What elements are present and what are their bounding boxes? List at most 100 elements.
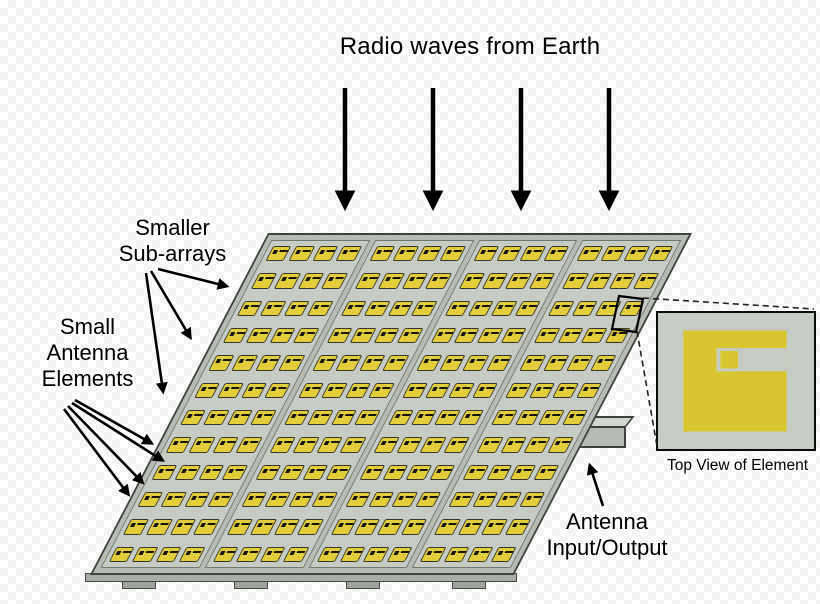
antenna-element	[236, 300, 264, 316]
element-top-view-drawing	[683, 330, 787, 432]
antenna-element	[108, 546, 136, 562]
element-arrow	[67, 405, 145, 485]
antenna-element	[486, 355, 513, 371]
antenna-element	[226, 409, 254, 426]
antenna-element	[576, 246, 603, 262]
antenna-element	[443, 546, 470, 562]
antenna-element	[401, 273, 429, 289]
antenna-element	[255, 464, 282, 480]
antenna-element	[557, 327, 584, 344]
antenna-element	[443, 437, 470, 453]
antenna-element	[282, 546, 310, 562]
antenna-element	[122, 519, 150, 535]
antenna-element	[312, 246, 339, 262]
antenna-element	[132, 546, 159, 562]
antenna-element	[500, 437, 527, 453]
antenna-element	[240, 382, 268, 398]
antenna-element	[538, 409, 565, 426]
antenna-element	[514, 409, 541, 426]
label-line: Sub-arrays	[118, 240, 227, 266]
antenna-element	[160, 491, 188, 508]
label-antenna-input-output: Antenna Input/Output	[523, 509, 691, 561]
antenna-element	[415, 355, 443, 371]
antenna-element	[382, 464, 409, 480]
antenna-element	[490, 546, 517, 562]
label-smaller-subarrays: Smaller Sub-arrays	[90, 215, 255, 267]
label-line: Input/Output	[546, 534, 668, 560]
antenna-element	[387, 409, 414, 426]
antenna-element	[335, 355, 362, 371]
antenna-element	[377, 519, 404, 535]
antenna-element	[240, 491, 268, 508]
antenna-element	[330, 409, 357, 426]
antenna-element	[312, 355, 339, 371]
antenna-element	[297, 382, 325, 398]
antenna-element	[368, 382, 395, 398]
panel-foot	[346, 581, 380, 589]
element-top-view-inset	[656, 311, 816, 451]
antenna-element	[448, 491, 475, 508]
antenna-element	[353, 519, 381, 535]
antenna-element	[486, 464, 513, 480]
antenna-element	[174, 464, 202, 480]
antenna-element	[349, 327, 377, 344]
antenna-element	[250, 409, 277, 426]
antenna-element	[505, 273, 532, 289]
antenna-element	[425, 382, 452, 398]
antenna-element	[575, 382, 603, 398]
antenna-element	[354, 273, 382, 289]
antenna-element	[609, 273, 636, 289]
antenna-element	[471, 491, 499, 508]
antenna-element	[287, 491, 315, 508]
antenna-element	[297, 519, 324, 535]
antenna-element	[466, 546, 494, 562]
antenna-element	[566, 355, 593, 371]
antenna-element	[618, 300, 645, 316]
antenna-element	[203, 409, 230, 426]
diagram-title: Radio waves from Earth	[339, 33, 601, 60]
antenna-element	[410, 409, 438, 426]
antenna-element	[226, 519, 254, 535]
antenna-element	[292, 327, 320, 344]
antenna-element	[430, 327, 457, 344]
antenna-element	[552, 382, 579, 398]
antenna-element	[198, 464, 225, 480]
antenna-element	[368, 491, 395, 508]
antenna-element	[369, 246, 396, 262]
antenna-element	[623, 246, 650, 262]
antenna-element	[208, 355, 235, 371]
antenna-element	[491, 409, 518, 426]
element-arrow	[71, 401, 166, 462]
antenna-element	[353, 409, 381, 426]
antenna-element	[523, 437, 551, 453]
antenna-element	[146, 519, 173, 535]
antenna-element	[476, 327, 504, 344]
antenna-element	[339, 546, 367, 562]
antenna-element	[358, 355, 386, 371]
antenna-element	[373, 437, 400, 453]
antenna-element	[420, 437, 447, 453]
label-line: Elements	[41, 365, 134, 391]
antenna-element	[425, 273, 452, 289]
element-patch	[683, 330, 787, 432]
antenna-element	[509, 464, 536, 480]
subarray-arrow	[157, 267, 230, 290]
antenna-element	[265, 246, 292, 262]
antenna-element	[391, 491, 418, 508]
antenna-element	[137, 491, 164, 508]
antenna-element	[231, 355, 259, 371]
antenna-element	[429, 464, 456, 480]
antenna-element	[222, 327, 249, 344]
antenna-element	[543, 246, 570, 262]
antenna-element	[448, 382, 475, 398]
antenna-element	[439, 246, 466, 262]
antenna-element	[217, 382, 244, 398]
label-line: Smaller	[135, 215, 210, 240]
inset-caption: Top View of Element	[666, 457, 808, 474]
antenna-element	[246, 327, 273, 344]
antenna-element	[532, 464, 560, 480]
antenna-element	[580, 327, 608, 344]
antenna-element	[496, 246, 523, 262]
antenna-element	[453, 327, 480, 344]
antenna-element	[165, 437, 193, 453]
